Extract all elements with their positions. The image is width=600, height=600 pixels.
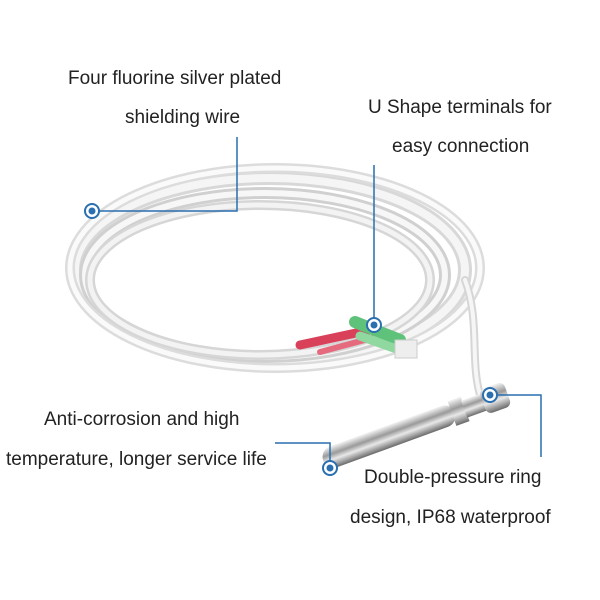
u-shape-terminals [295, 316, 418, 359]
callout-lines [92, 137, 542, 468]
callout-dot-wire [84, 203, 100, 219]
probe [322, 382, 511, 468]
callout-terminals-line1: U Shape terminals for [368, 97, 552, 118]
callout-ring-line2: design, IP68 waterproof [350, 507, 551, 528]
callout-corrosion-line2: temperature, longer service life [6, 449, 267, 470]
callout-dots [84, 203, 498, 476]
callout-dot-corrosion [322, 460, 338, 476]
cable-coil [65, 163, 485, 399]
callout-ring-line1: Double-pressure ring [364, 467, 542, 488]
callout-wire-line1: Four fluorine silver plated [68, 68, 282, 89]
callout-terminals-line2: easy connection [392, 136, 530, 157]
callout-wire-line2: shielding wire [125, 107, 241, 128]
callout-dot-terminals [366, 317, 382, 333]
callout-corrosion-line1: Anti-corrosion and high [44, 409, 240, 430]
callout-dot-ring [482, 387, 498, 403]
